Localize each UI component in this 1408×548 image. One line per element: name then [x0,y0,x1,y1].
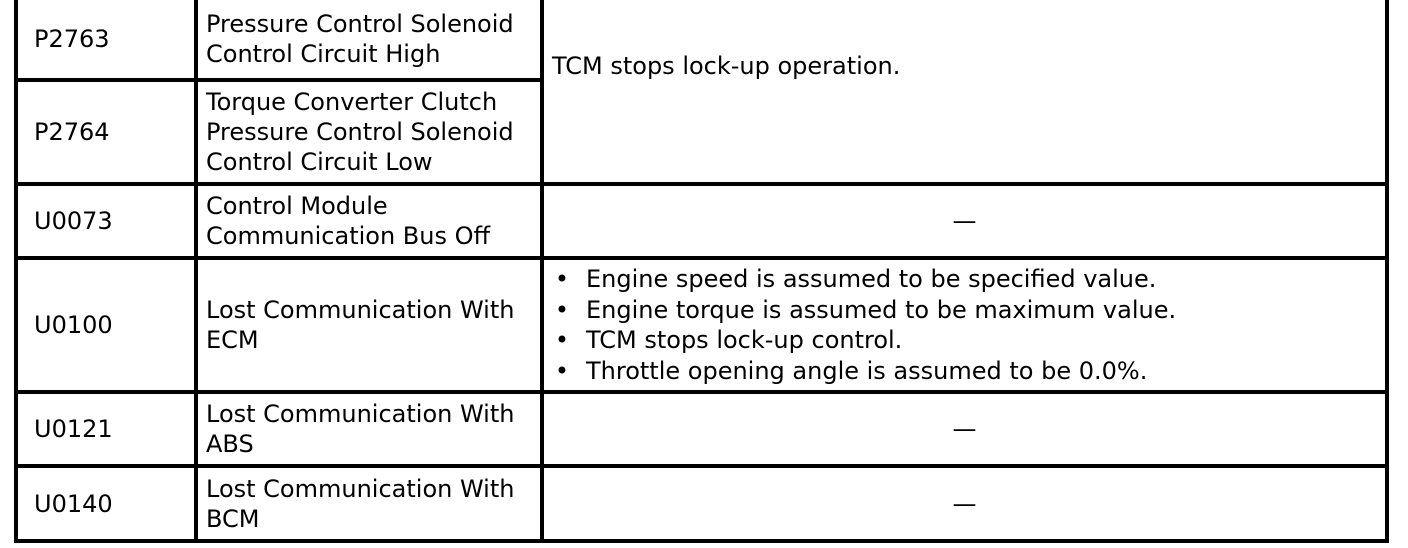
dtc-description-line: Pressure Control Solenoid [206,10,514,38]
dtc-code-cell: U0100 [14,258,198,394]
dtc-description-line: ECM [206,326,259,354]
table-row-u0121: U0121 Lost Communication With ABS — [14,392,1389,468]
dtc-description-line: Communication Bus Off [206,222,491,250]
dtc-description-cell: Lost Communication With ECM [194,258,544,394]
dtc-description-line: Control Circuit Low [206,148,433,176]
dtc-code: U0073 [34,207,113,235]
list-item: • Engine torque is assumed to be maximum… [552,295,1377,326]
dtc-description-cell: Pressure Control Solenoid Control Circui… [194,0,544,82]
fail-safe-effect-cell: — [540,392,1389,468]
no-effect-dash: — [952,489,977,518]
dtc-description-line: Pressure Control Solenoid [206,118,514,146]
bullet-icon: • [554,326,570,354]
fail-safe-effect-cell: — [540,184,1389,260]
no-effect-dash: — [952,415,977,443]
dtc-code: U0100 [34,311,113,339]
dtc-description-cell: Torque Converter Clutch Pressure Control… [194,80,544,186]
fail-safe-effect-text: Throttle opening angle is assumed to be … [586,356,1148,385]
fail-safe-effect-cell: — [540,466,1389,543]
dtc-code-cell: U0073 [14,184,198,260]
dtc-description-line: ABS [206,430,254,458]
table-row-u0073: U0073 Control Module Communication Bus O… [14,184,1389,260]
table-row-p2763: P2763 Pressure Control Solenoid Control … [14,0,1389,186]
dtc-description-line: Lost Communication With [206,296,515,324]
dtc-code: P2764 [34,118,110,146]
dtc-code-cell: P2763 [14,0,198,82]
dtc-code-cell: U0121 [14,392,198,468]
dtc-description-cell: Control Module Communication Bus Off [194,184,544,260]
dtc-code: U0140 [34,489,113,518]
dtc-code: U0121 [34,415,113,443]
fail-safe-effect-text: Engine speed is assumed to be specified … [586,265,1157,293]
bullet-icon: • [554,356,570,385]
dtc-description-cell: Lost Communication With BCM [194,466,544,543]
table-row-u0100: U0100 Lost Communication With ECM • Engi… [14,258,1389,394]
dtc-fail-safe-table: P2763 Pressure Control Solenoid Control … [14,0,1389,543]
dtc-description-line: Lost Communication With [206,400,515,428]
bullet-icon: • [554,265,570,293]
bullet-icon: • [554,295,570,324]
dtc-description-line: Torque Converter Clutch [206,88,498,116]
dtc-description-line: Lost Communication With [206,474,515,503]
table-row-p2764: P2764 Torque Converter Clutch Pressure C… [14,80,1387,186]
fail-safe-effect-list: • Engine speed is assumed to be specifie… [552,264,1377,386]
list-item: • Engine speed is assumed to be specifie… [552,264,1377,295]
fail-safe-effect-cell: • Engine speed is assumed to be specifie… [540,258,1389,394]
table-row-u0140: U0140 Lost Communication With BCM — [14,466,1389,543]
fail-safe-effect-text: TCM stops lock-up control. [586,326,903,354]
fail-safe-effect-text: Engine torque is assumed to be maximum v… [586,295,1177,324]
dtc-description-cell: Lost Communication With ABS [194,392,544,468]
no-effect-dash: — [952,207,977,235]
fail-safe-effect-cell: TCM stops lock-up operation. [540,0,1389,186]
dtc-code: P2763 [34,25,110,53]
list-item: • Throttle opening angle is assumed to b… [552,356,1377,387]
dtc-description-line: Control Module [206,192,388,220]
fail-safe-effect-text: TCM stops lock-up operation. [552,52,901,80]
dtc-description-line: BCM [206,504,260,533]
dtc-code-cell: P2764 [14,80,198,186]
dtc-code-cell: U0140 [14,466,198,543]
dtc-description-line: Control Circuit High [206,40,441,68]
list-item: • TCM stops lock-up control. [552,325,1377,356]
